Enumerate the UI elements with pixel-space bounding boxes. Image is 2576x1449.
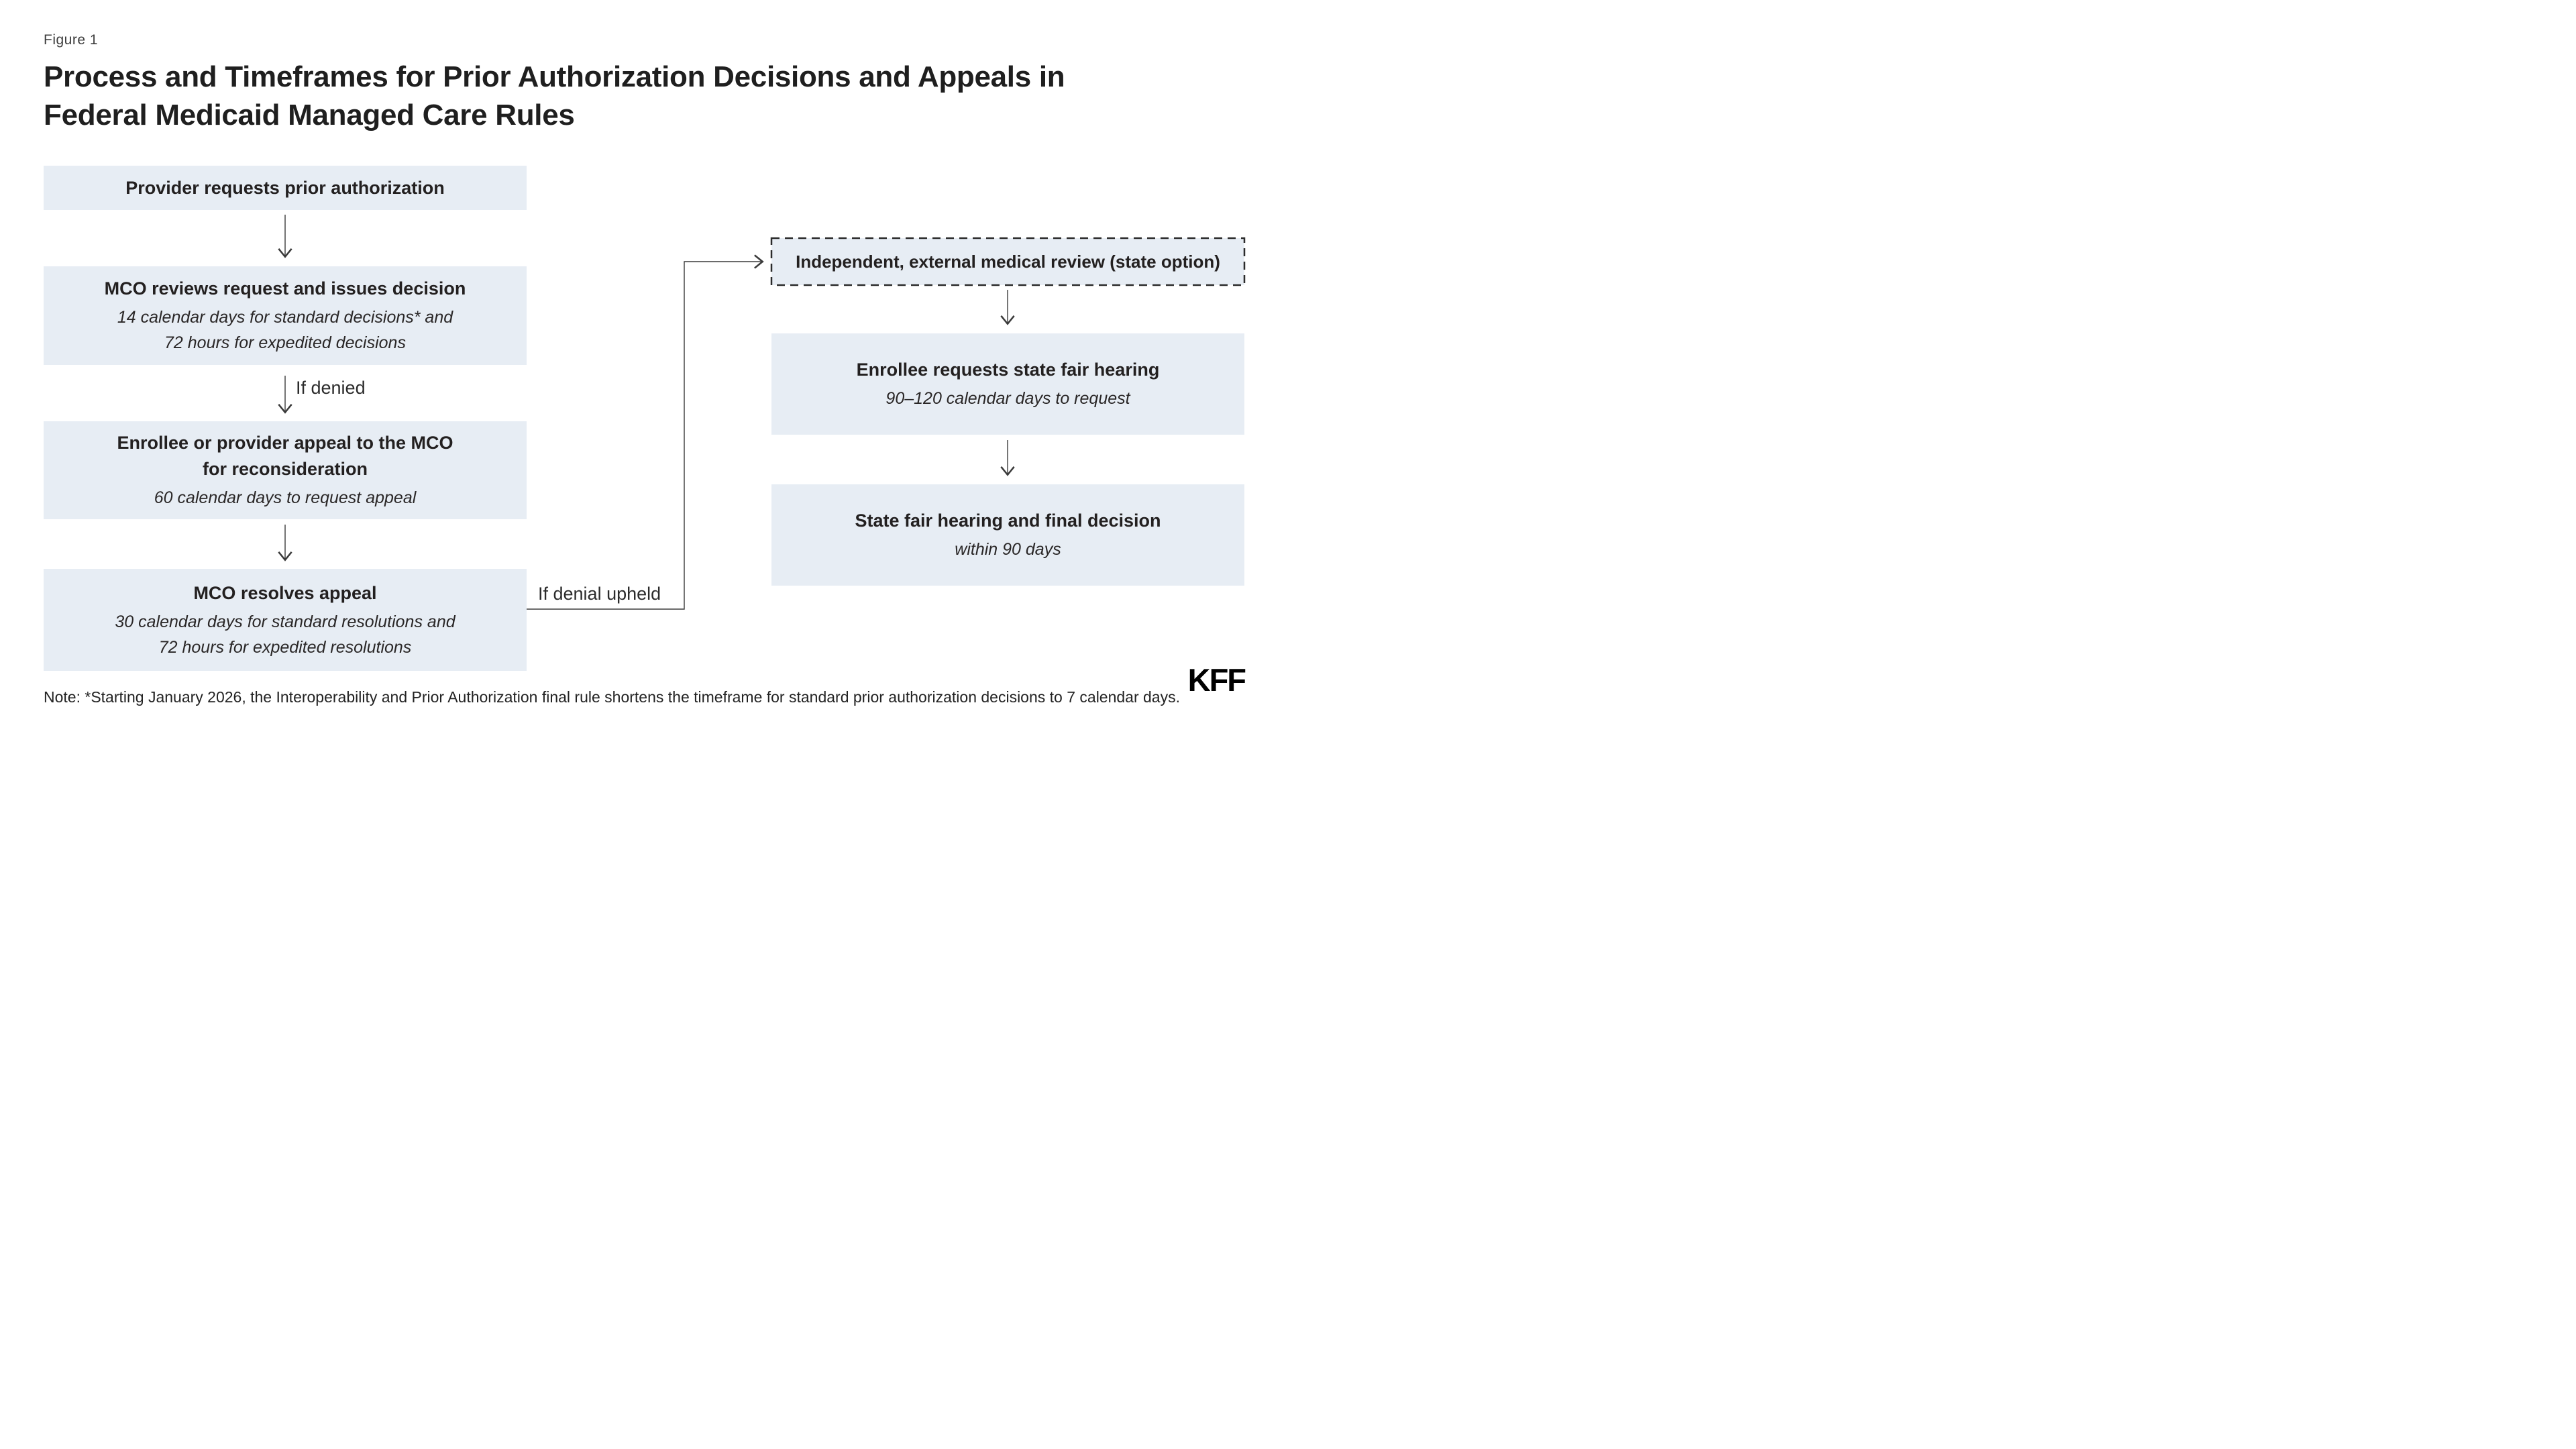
label-if-denied: If denied bbox=[296, 378, 366, 398]
figure-canvas: Figure 1 Process and Timeframes for Prio… bbox=[0, 0, 1288, 724]
label-if-denial-upheld: If denial upheld bbox=[538, 584, 661, 604]
box-title: State fair hearing and final decision bbox=[855, 511, 1161, 531]
figure-label: Figure 1 bbox=[44, 32, 99, 48]
box-subtitle-line: 60 calendar days to request appeal bbox=[154, 488, 417, 507]
page-title-line-2: Federal Medicaid Managed Care Rules bbox=[44, 99, 575, 131]
box-subtitle-line: 72 hours for expedited decisions bbox=[164, 333, 406, 352]
flow-box-fair-hearing-request: Enrollee requests state fair hearing 90–… bbox=[771, 333, 1244, 435]
box-title: MCO resolves appeal bbox=[193, 582, 377, 603]
box-subtitle-line: 72 hours for expedited resolutions bbox=[158, 637, 412, 657]
flow-box-provider-request: Provider requests prior authorization bbox=[44, 166, 527, 210]
flow-box-fair-hearing-decision: State fair hearing and final decision wi… bbox=[771, 484, 1244, 586]
box-title: MCO reviews request and issues decision bbox=[104, 278, 466, 299]
box-title: Independent, external medical review (st… bbox=[796, 251, 1220, 272]
box-title: for reconsideration bbox=[202, 459, 368, 479]
box-title: Enrollee or provider appeal to the MCO bbox=[117, 433, 453, 453]
page-title-line-1: Process and Timeframes for Prior Authori… bbox=[44, 60, 1065, 93]
flow-box-mco-resolves: MCO resolves appeal 30 calendar days for… bbox=[44, 569, 527, 671]
note-text: Note: *Starting January 2026, the Intero… bbox=[44, 688, 1180, 706]
box-subtitle-line: 14 calendar days for standard decisions*… bbox=[117, 308, 453, 327]
box-subtitle-line: 90–120 calendar days to request bbox=[885, 389, 1130, 408]
flow-box-appeal-mco: Enrollee or provider appeal to the MCO f… bbox=[44, 421, 527, 519]
connector-if-denial-upheld bbox=[527, 254, 764, 610]
page-title: Process and Timeframes for Prior Authori… bbox=[44, 58, 1251, 134]
box-subtitle-line: within 90 days bbox=[955, 540, 1061, 559]
flow-box-external-review: Independent, external medical review (st… bbox=[771, 238, 1244, 285]
flow-box-mco-decision: MCO reviews request and issues decision … bbox=[44, 266, 527, 365]
box-title: Provider requests prior authorization bbox=[125, 177, 445, 198]
kff-logo: KFF bbox=[1187, 662, 1246, 698]
box-subtitle-line: 30 calendar days for standard resolution… bbox=[115, 612, 455, 631]
box-title: Enrollee requests state fair hearing bbox=[856, 360, 1160, 380]
